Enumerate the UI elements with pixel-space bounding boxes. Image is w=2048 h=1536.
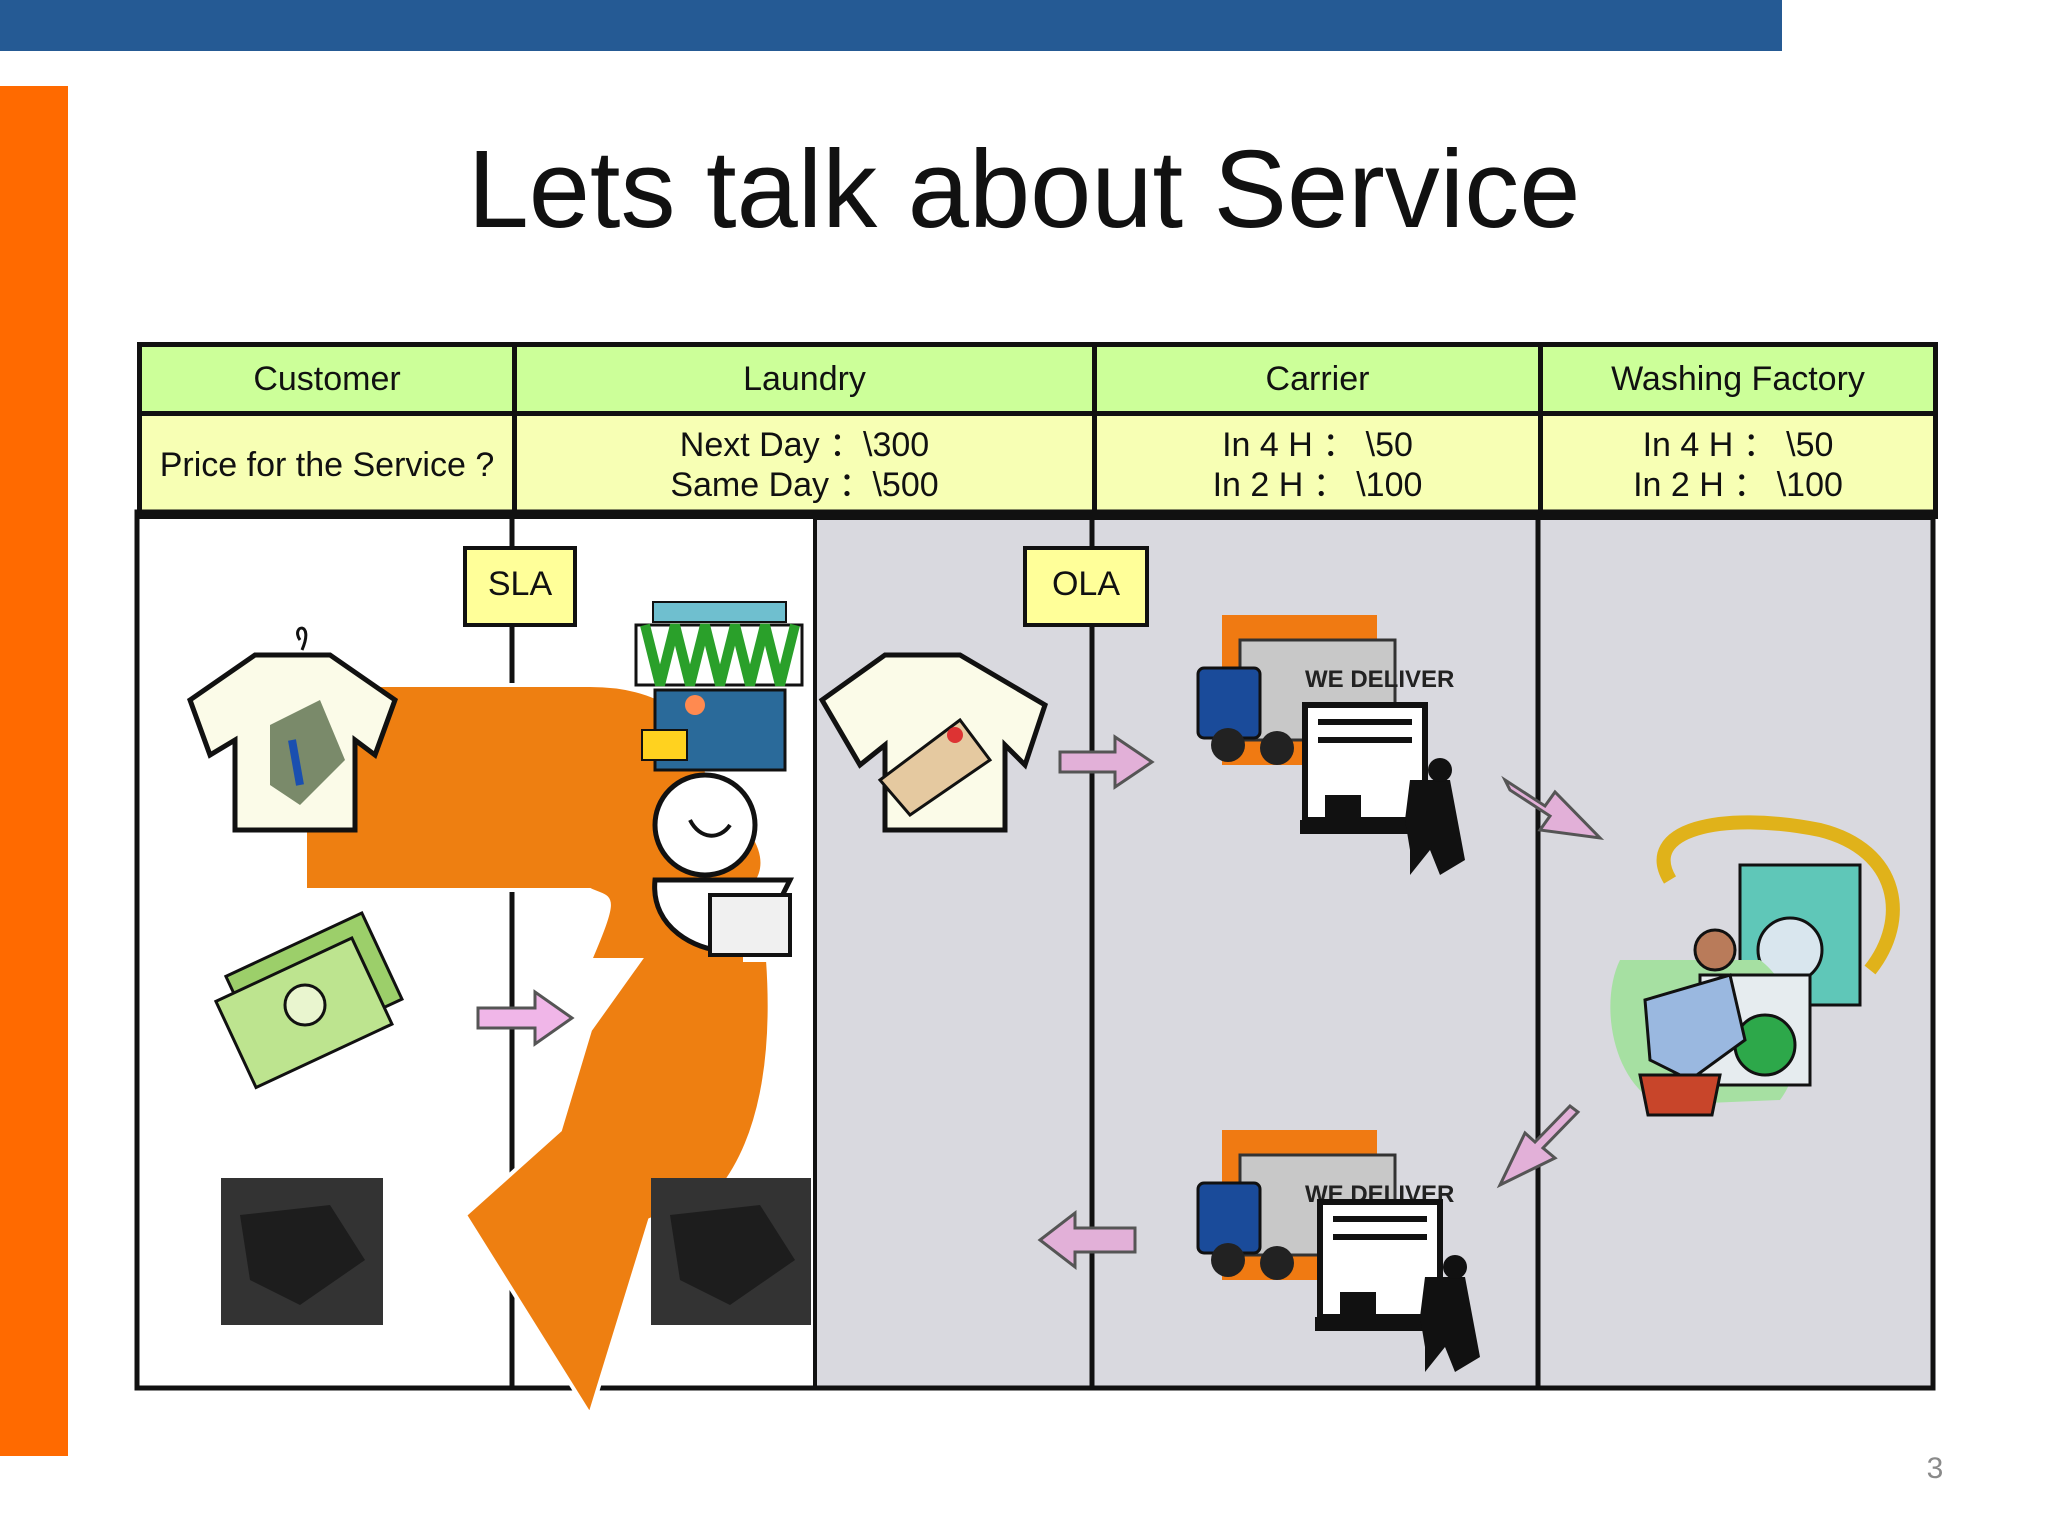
handoff-arrow bbox=[1058, 734, 1155, 790]
page-number: 3 bbox=[1926, 1452, 1944, 1485]
ola-label: OLA bbox=[1051, 565, 1121, 603]
truck-label: WE DELIVER bbox=[1305, 666, 1454, 693]
ola-box bbox=[1023, 546, 1149, 627]
lanes-border bbox=[134, 509, 1936, 1391]
side-accent-bar bbox=[0, 86, 68, 1456]
from-factory-arrow bbox=[1496, 1104, 1581, 1189]
price-cell-washing-factory: In 4 H ： \50 In 2 H ： \100 bbox=[1538, 411, 1938, 519]
washing-machine-icon bbox=[1610, 815, 1900, 1117]
payment-arrow bbox=[476, 989, 575, 1047]
price-line: In 2 H ： \100 bbox=[1212, 466, 1423, 504]
shop-icon bbox=[634, 601, 804, 772]
clean-clothes-icon bbox=[221, 1178, 383, 1325]
delivery-worker-icon bbox=[1300, 702, 1465, 875]
lane-header-customer: Customer bbox=[137, 342, 517, 416]
return-arrow bbox=[1037, 1209, 1137, 1271]
price-cell-laundry: Next Day ：\300 Same Day ：\500 bbox=[512, 411, 1097, 519]
slide-title: Lets talk about Service bbox=[467, 128, 1581, 251]
money-icon bbox=[213, 910, 404, 1090]
sla-label: SLA bbox=[487, 565, 553, 603]
price-line: Same Day ：\500 bbox=[670, 466, 939, 504]
sla-box bbox=[463, 546, 577, 627]
lane-header-washing-factory: Washing Factory bbox=[1538, 342, 1938, 416]
lane-header-carrier: Carrier bbox=[1092, 342, 1543, 416]
shirt-icon bbox=[186, 626, 399, 833]
to-factory-arrow bbox=[1501, 775, 1605, 841]
top-accent-bar bbox=[0, 0, 1782, 51]
price-line: In 4 H ： \50 bbox=[1222, 426, 1413, 464]
price-cell-customer: Price for the Service ? bbox=[137, 411, 517, 519]
price-line: In 2 H ： \100 bbox=[1633, 466, 1843, 504]
clerk-icon bbox=[652, 772, 795, 957]
returned-clothes-icon bbox=[651, 1178, 811, 1325]
tagged-shirt-icon bbox=[818, 652, 1049, 833]
price-line: In 4 H ： \50 bbox=[1642, 426, 1834, 464]
price-cell-carrier: In 4 H ： \50 In 2 H ： \100 bbox=[1092, 411, 1543, 519]
swimlane-header-table: Customer Laundry Carrier Washing Factory… bbox=[137, 342, 1938, 519]
price-question: Price for the Service ? bbox=[159, 446, 495, 484]
lane-header-laundry: Laundry bbox=[512, 342, 1097, 416]
return-worker-icon bbox=[1315, 1199, 1480, 1372]
price-line: Next Day ：\300 bbox=[679, 426, 930, 464]
